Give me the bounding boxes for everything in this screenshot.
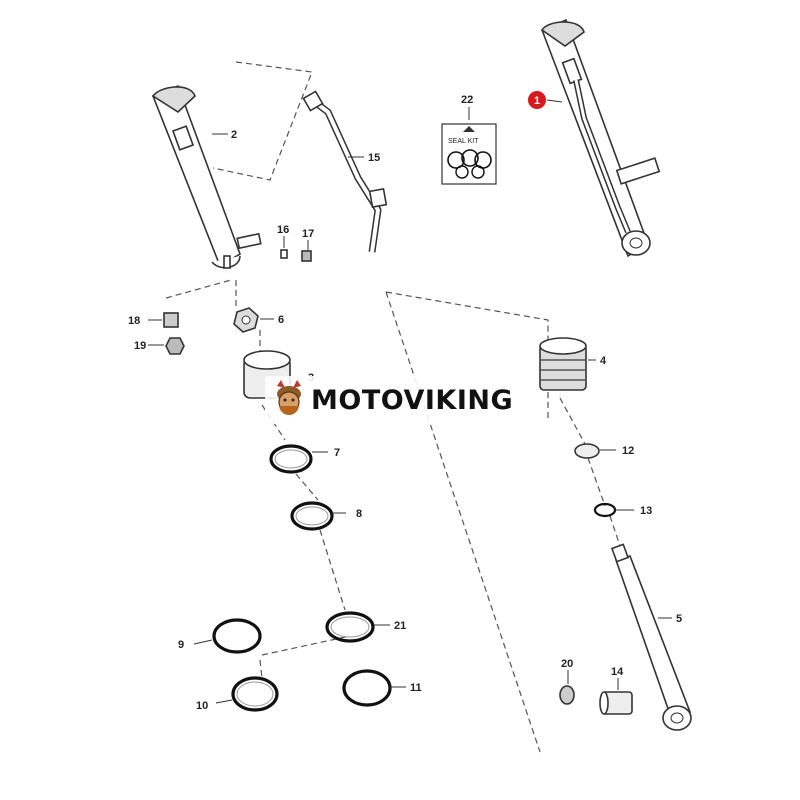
dashed-leader-left [165, 279, 351, 679]
callout-14: 14 [611, 666, 624, 678]
callout-21: 21 [394, 620, 406, 632]
dashed-outline-left [212, 61, 313, 181]
seal-13 [593, 502, 617, 518]
seal-ring-21 [325, 611, 375, 643]
callout-8: 8 [356, 508, 362, 520]
fitting-16 [280, 249, 288, 259]
callout-1-badge [528, 91, 546, 109]
seal-kit-22 [441, 123, 497, 185]
callout-12: 12 [622, 445, 634, 457]
callout-13: 13 [640, 505, 652, 517]
seal-ring-7 [269, 444, 313, 474]
seal-ring-10 [231, 676, 279, 712]
seal-kit-label: SEAL KIT [448, 138, 479, 145]
callout-4: 4 [600, 355, 607, 367]
callout-10: 10 [196, 700, 208, 712]
gland-4 [539, 337, 587, 391]
bushing-14 [599, 691, 633, 715]
callout-7: 7 [334, 447, 340, 459]
callout-9: 9 [178, 639, 184, 651]
callout-20: 20 [561, 658, 573, 670]
callout-18: 18 [128, 315, 140, 327]
washer-20 [559, 685, 575, 705]
callout-1: 1 [534, 95, 540, 107]
bushing-12 [574, 443, 600, 459]
bolt-18 [163, 312, 179, 328]
seal-ring-9 [212, 618, 262, 654]
seal-ring-8 [290, 501, 334, 531]
plug-17 [301, 250, 312, 262]
callout-11: 11 [410, 682, 422, 694]
callout-17: 17 [302, 228, 314, 240]
dashed-leader-right [559, 397, 623, 553]
viking-logo-icon [277, 380, 301, 415]
leader-lines [148, 99, 672, 704]
cylinder-assembly-1 [540, 18, 661, 258]
cylinder-2 [151, 84, 262, 269]
nut-19 [165, 337, 185, 355]
watermark: MOTOVIKING [265, 376, 533, 424]
rod-5 [610, 543, 692, 731]
watermark-text: MOTOVIKING [311, 384, 514, 416]
callout-15: 15 [368, 152, 380, 164]
dashed-outline-center [385, 291, 549, 753]
seal-ring-11 [342, 669, 392, 707]
callout-22: 22 [461, 94, 473, 106]
callout-16: 16 [277, 224, 289, 236]
tube-15 [302, 90, 388, 253]
callout-5: 5 [676, 613, 682, 625]
callout-19: 19 [134, 340, 146, 352]
callout-2: 2 [231, 129, 237, 141]
callout-6: 6 [278, 314, 284, 326]
